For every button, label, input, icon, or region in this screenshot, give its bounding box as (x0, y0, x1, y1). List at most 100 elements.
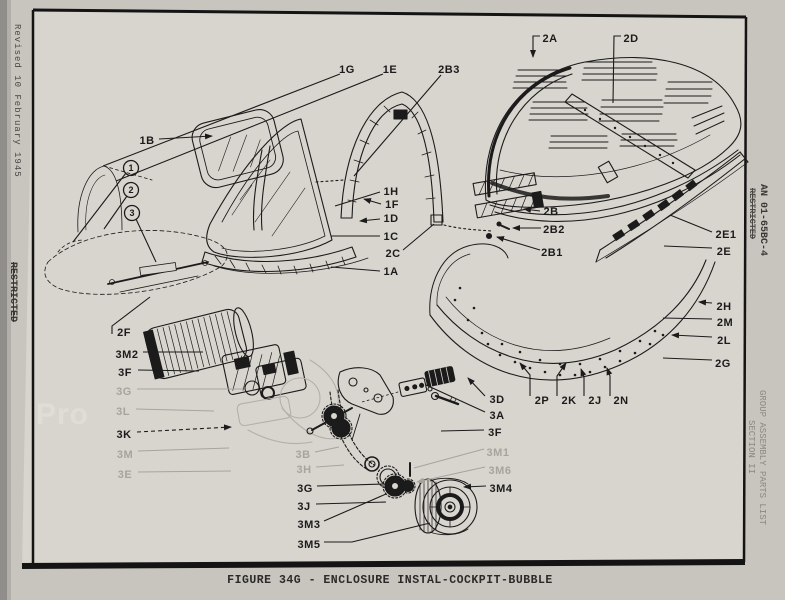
leader-line-circle-2 (103, 195, 128, 230)
leader-line-2J (580, 368, 587, 396)
callout-label-2B2-13: 2B2 (543, 224, 565, 236)
leader-line-circle-3 (135, 218, 157, 263)
ghost-parts (236, 359, 339, 445)
chain-and-sprockets (321, 389, 416, 499)
callout-label-3M5-38: 3M5 (298, 539, 321, 551)
watermark: Pro (36, 398, 90, 431)
leader-line-2G (662, 357, 713, 361)
leader-line-3A (425, 384, 486, 413)
rivet-dots (453, 286, 665, 377)
leader-line-2F (111, 296, 151, 334)
leader-line-3K (136, 424, 232, 433)
callout-label-2B-12: 2B (543, 206, 558, 218)
sill-plates (472, 172, 544, 240)
leader-line-2B1 (496, 236, 541, 251)
callout-label-2F-25: 2F (117, 327, 131, 339)
scan-edge-shadow (0, 0, 7, 600)
callout-label-3F-27: 3F (118, 367, 132, 379)
leader-line-3M6 (416, 466, 486, 484)
leader-line-2L (671, 332, 713, 339)
restricted-stamp-left: RESTRICTED (7, 262, 18, 323)
group-assembly-label: GROUP ASSEMBLY PARTS LIST (757, 390, 767, 526)
callout-label-2B3-2: 2B3 (438, 64, 460, 76)
callout-label-2M-18: 2M (717, 317, 733, 329)
leader-line-3M (137, 447, 230, 452)
leader-line-2P (519, 362, 531, 396)
callout-label-2L-19: 2L (717, 335, 731, 347)
canopy-bubble (484, 57, 742, 222)
callout-label-2P-21: 2P (535, 395, 549, 407)
leader-line-circle-1 (72, 172, 127, 243)
leader-line-3D (467, 377, 486, 397)
callout-label-2D-4: 2D (623, 33, 638, 45)
callout-label-2B1-14: 2B1 (541, 247, 563, 259)
small-fittings (361, 366, 460, 406)
callout-label-2H-17: 2H (716, 301, 731, 313)
index-number-1: 1 (128, 163, 133, 173)
callout-label-3M3-37: 3M3 (298, 519, 321, 531)
index-number-2: 2 (128, 185, 133, 195)
leader-line-3F (137, 369, 200, 372)
leader-line-2N (606, 367, 613, 396)
page-paper (22, 10, 746, 566)
callout-label-3G-28: 3G (116, 386, 132, 398)
callout-label-2C-10: 2C (385, 248, 400, 260)
leader-line-3J (315, 501, 387, 505)
callout-label-3J-36: 3J (297, 501, 310, 513)
callout-label-3M1-42: 3M1 (487, 447, 510, 459)
leader-line-2E1 (669, 214, 713, 233)
leader-line-3E (137, 470, 232, 473)
callout-label-1D-8: 1D (383, 213, 398, 225)
leader-line-3M5 (324, 522, 431, 543)
leader-line-2K (556, 362, 567, 396)
leader-line-1A (330, 266, 381, 272)
figure-caption: FIGURE 34G - ENCLOSURE INSTAL-COCKPIT-BU… (227, 574, 553, 587)
section-label: SECTION II (746, 420, 756, 475)
motor-assembly (143, 307, 307, 400)
leader-line-2E (663, 245, 713, 249)
fuselage-sketch (44, 165, 228, 295)
callout-label-3M-31: 3M (117, 449, 133, 461)
leader-line-2B3 (353, 74, 442, 177)
index-circle-1 (122, 159, 140, 177)
leader-line-1F (363, 198, 382, 205)
callout-label-1H-6: 1H (383, 186, 398, 198)
index-circle-2 (122, 181, 140, 199)
callout-label-3H-34: 3H (296, 464, 311, 476)
callout-label-2G-20: 2G (715, 358, 731, 370)
callout-label-3L-29: 3L (116, 406, 130, 418)
callout-label-1E-1: 1E (383, 64, 397, 76)
leader-line-2B (523, 206, 541, 213)
callout-label-2E1-15: 2E1 (715, 229, 736, 241)
leader-line-3M3 (323, 493, 387, 522)
leader-line-3G (316, 483, 385, 487)
serrated-strip (595, 151, 749, 263)
callout-label-3D-39: 3D (489, 394, 504, 406)
leader-line-3F (440, 429, 485, 432)
callout-label-3K-30: 3K (116, 429, 131, 441)
callout-label-1G-0: 1G (339, 64, 355, 76)
callout-label-2N-24: 2N (613, 395, 628, 407)
callout-label-3A-40: 3A (489, 410, 504, 422)
leader-line-1G (102, 73, 341, 167)
callout-label-3F-41: 3F (488, 427, 502, 439)
page-border (21, 8, 748, 569)
restricted-stamp-right: RESTRICTED (747, 188, 757, 240)
leader-line-3B (314, 446, 340, 453)
leader-line-3H (315, 464, 345, 468)
index-circle-3 (123, 204, 141, 222)
leader-line-3M4 (463, 483, 487, 490)
leader-line-1B (158, 133, 213, 140)
callout-label-3M2-26: 3M2 (116, 349, 139, 361)
leader-line-2M (662, 317, 713, 320)
scan-edge-shade (7, 0, 11, 600)
leader-line-1H (334, 191, 381, 207)
callout-label-2E-16: 2E (717, 246, 731, 258)
linkage-arm (306, 367, 394, 441)
callout-label-3E-32: 3E (118, 469, 132, 481)
leader-line-2D (612, 35, 621, 104)
callout-label-2A-3: 2A (542, 33, 557, 45)
cable-drum (414, 477, 478, 536)
